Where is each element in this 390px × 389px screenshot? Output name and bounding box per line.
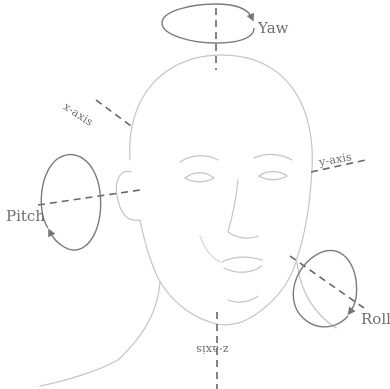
chin <box>228 296 258 302</box>
ear <box>117 171 140 220</box>
yaw-arrow <box>162 4 254 43</box>
brow-left <box>180 156 218 162</box>
nose <box>228 180 258 238</box>
mouth-upper <box>222 257 262 262</box>
rotation-arrows <box>41 4 356 327</box>
pitch-arrow <box>41 155 100 251</box>
head-outline <box>130 55 313 325</box>
neck-left <box>118 282 160 360</box>
jaw-line <box>140 220 158 278</box>
x-axis-line <box>96 100 131 126</box>
head-sketch <box>40 55 336 386</box>
pitch-axis-line <box>38 190 140 205</box>
roll-arrow <box>293 250 356 326</box>
eye-left <box>185 173 214 182</box>
axes <box>38 8 366 389</box>
eye-right <box>259 172 287 180</box>
pitch-label: Pitch <box>6 207 45 225</box>
shoulder-left <box>40 360 118 386</box>
roll-label: Roll <box>361 310 390 328</box>
mouth-lower <box>224 266 262 272</box>
cheek-shadow <box>200 236 220 262</box>
z-axis-label: z-axis <box>196 343 229 356</box>
brow-right <box>254 154 292 160</box>
yaw-label: Yaw <box>258 19 289 37</box>
